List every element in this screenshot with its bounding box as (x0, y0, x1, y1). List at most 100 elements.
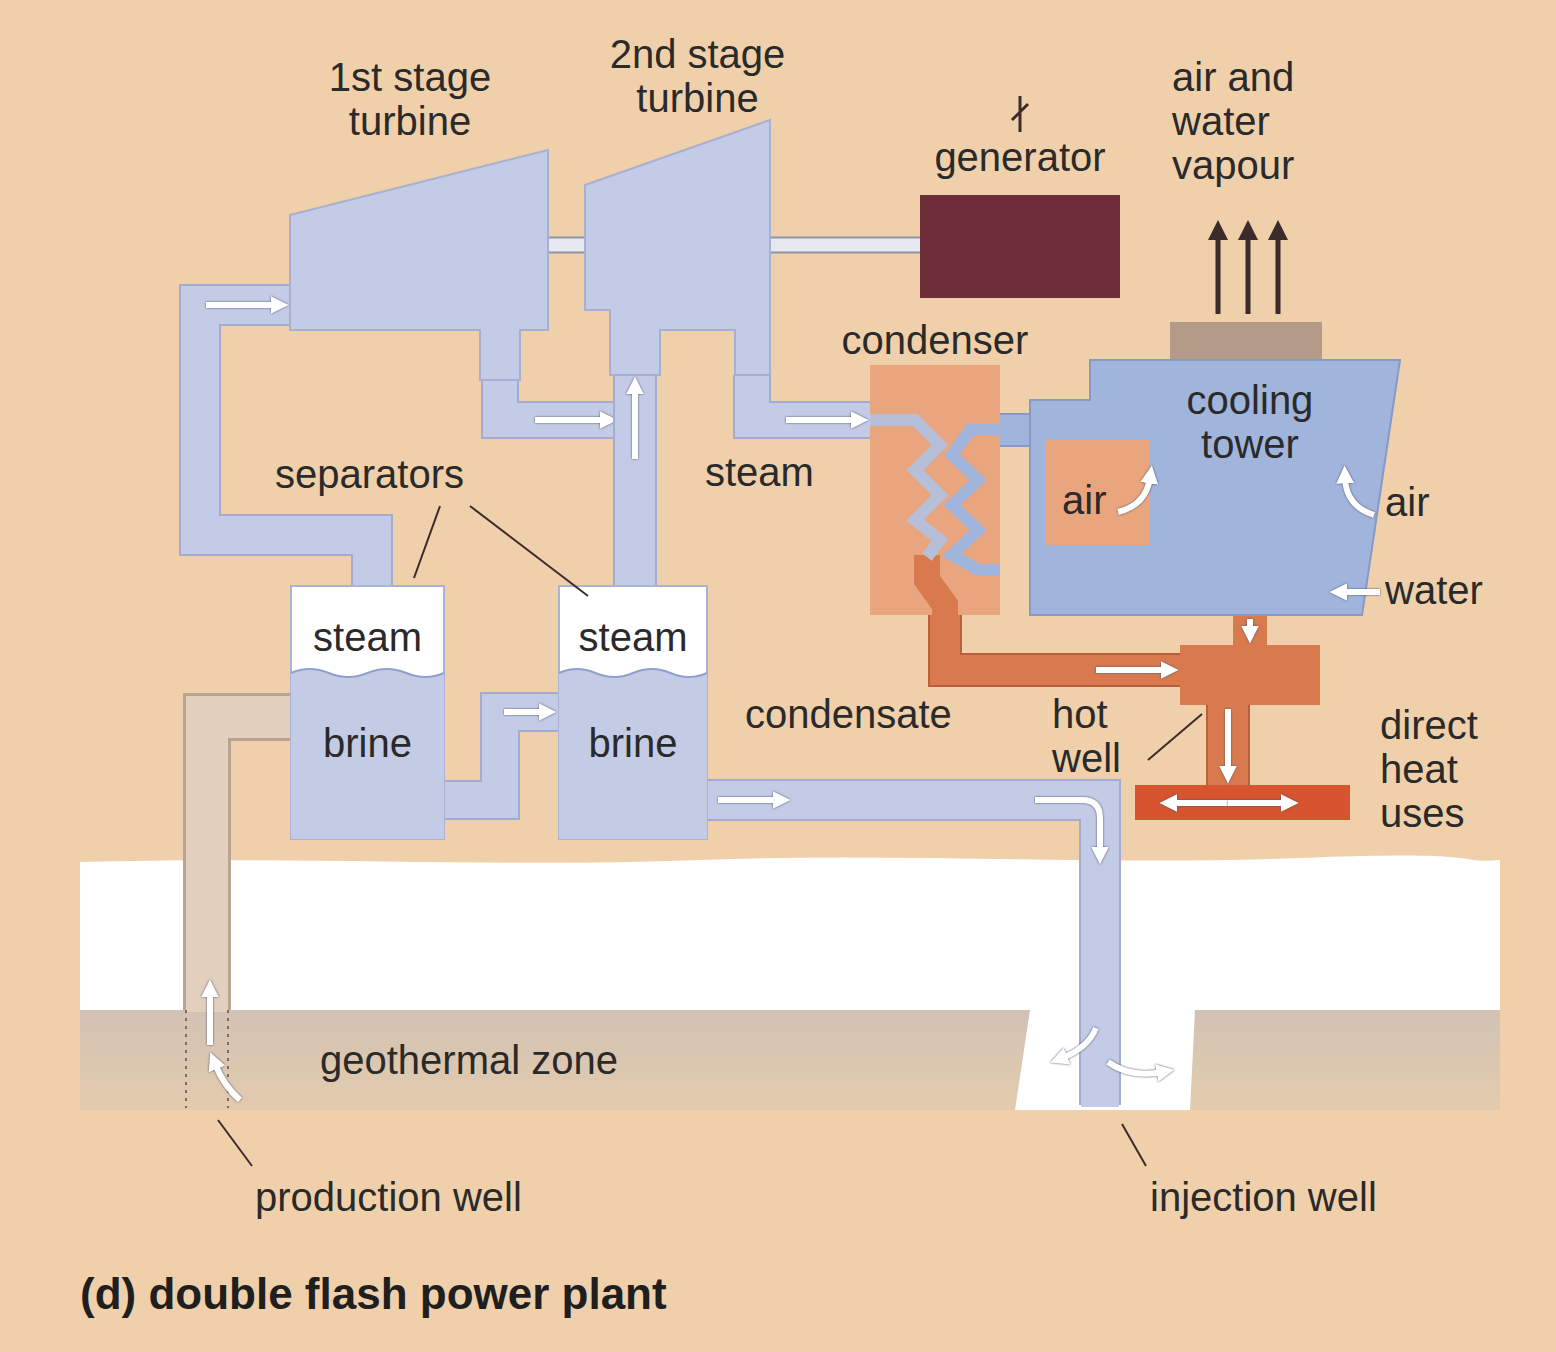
steam-coil (870, 420, 940, 557)
cooling-water-coil (952, 430, 1000, 570)
leader-line (218, 1120, 252, 1166)
text-holder: brine (290, 721, 445, 765)
pipe-connector (1250, 615, 1251, 645)
text-holder: condensate (745, 692, 985, 736)
pipe-connector (200, 305, 372, 585)
text-holder: air (1062, 478, 1142, 522)
electric-output-symbol (1012, 96, 1028, 132)
pipe-label: condensate (745, 692, 952, 736)
hot-well: hot well (1180, 645, 1320, 705)
flow-arrow (1225, 709, 1231, 771)
part-label: separators (275, 452, 464, 496)
hot-well-shape (1180, 645, 1320, 705)
node-label: direct heat uses (1380, 703, 1530, 835)
node-label: cooling tower (1150, 378, 1350, 466)
text-holder: cooling tower (1150, 378, 1350, 466)
turbine-shape (585, 120, 770, 375)
turbine-shape (290, 150, 548, 380)
node-label: generator (934, 135, 1105, 179)
text-holder: hot well (1052, 692, 1152, 780)
turbine-casing (290, 150, 548, 380)
injection-pipe-casing (706, 800, 1100, 1105)
text-holder: water (1385, 568, 1525, 612)
brine-fill (559, 669, 707, 839)
pipe (200, 305, 372, 585)
node-label: brine (589, 721, 678, 765)
pipe-casing (1000, 413, 1030, 447)
node-label: steam (313, 615, 422, 659)
pipe-connector (445, 712, 558, 800)
pipe-casing (1233, 615, 1267, 645)
flow-arrow (215, 1064, 240, 1100)
flow-arrow (1062, 1028, 1096, 1058)
pipe (945, 615, 1180, 670)
injection-pipe (706, 800, 1100, 1107)
flow-arrow (718, 797, 778, 803)
turbine-casing (585, 120, 770, 375)
pipe-connector (945, 615, 1180, 670)
text-holder: air and water vapour (1172, 55, 1347, 187)
flow-arrow (207, 992, 213, 1045)
node-label: steam (579, 615, 688, 659)
direct-heat-pipe (1135, 785, 1350, 820)
pipe (615, 375, 655, 585)
brine-fill (291, 669, 444, 839)
part-label: water (1385, 568, 1483, 612)
separator-vessel (559, 586, 707, 839)
pipe-casing (945, 615, 1180, 670)
separator: steam brine (290, 585, 445, 840)
text-holder: 2nd stage turbine (590, 32, 805, 120)
generator-body (920, 195, 1120, 298)
pipe-casing (1206, 705, 1250, 785)
flow-arrow (1108, 1062, 1162, 1074)
node-label: condenser (842, 318, 1029, 362)
text-holder: injection well (1150, 1175, 1490, 1219)
pipe-connector (1228, 705, 1229, 785)
pipe-connector (770, 245, 920, 246)
tower-fan-cap (1170, 322, 1322, 360)
flow-arrow (535, 417, 605, 423)
water-surface (559, 669, 707, 677)
condenser-body (870, 365, 1000, 615)
text-holder: steam (558, 615, 708, 659)
condensate-outlet (927, 555, 945, 615)
node-label: hot well (1052, 692, 1152, 780)
geothermal-zone-band (80, 1010, 1500, 1110)
node-label: brine (323, 721, 412, 765)
flow-arrow (786, 417, 856, 423)
pipe-connector (1000, 430, 1030, 431)
pipe-connector (635, 375, 636, 585)
text-holder: steam (705, 450, 865, 494)
pipe-connector (548, 245, 585, 246)
air-inlet (1045, 440, 1150, 545)
pipe-casing (752, 375, 870, 420)
part-label: production well (255, 1175, 522, 1219)
pipe-casing (770, 237, 920, 254)
flow-arrow (1035, 800, 1100, 852)
water-flow-arrow (1342, 589, 1380, 595)
water-surface (291, 669, 444, 677)
flow-arrow (1247, 619, 1253, 631)
part-label: air and water vapour (1172, 55, 1347, 187)
pipe (770, 239, 920, 252)
part-label: geothermal zone (320, 1038, 618, 1082)
vapour-arrow (1216, 234, 1221, 314)
part-label: air (1062, 478, 1106, 522)
flow-arrow (1228, 800, 1286, 806)
flow-arrow (632, 389, 638, 459)
condenser-shape (870, 365, 1000, 615)
pipe (445, 712, 558, 800)
text-holder: separators (275, 452, 535, 496)
pipe-casing (548, 237, 585, 254)
pipe (1000, 415, 1030, 445)
leader-line (1148, 714, 1202, 760)
text-holder: (d) double flash power plant (80, 1268, 1080, 1320)
text-holder: brine (558, 721, 708, 765)
text-holder: geothermal zone (320, 1038, 740, 1082)
ground-surface (80, 855, 1500, 1010)
separator: steam brine (558, 585, 708, 840)
